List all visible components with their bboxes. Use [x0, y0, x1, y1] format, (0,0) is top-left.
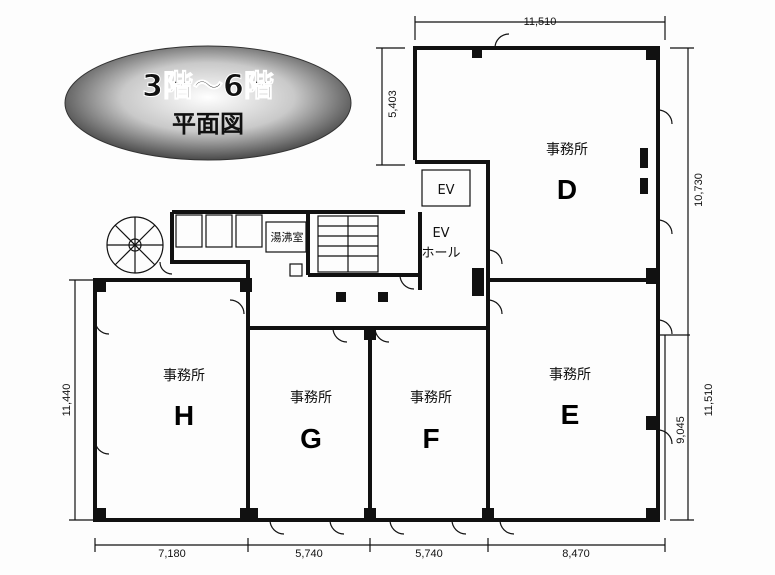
dimension-lines — [69, 16, 694, 552]
office-f-letter: F — [422, 423, 439, 454]
office-e: 事務所 E — [549, 367, 591, 430]
dim-left-lower: 11,440 — [61, 384, 73, 417]
dim-bottom-e: 8,470 — [562, 548, 590, 560]
dim-left-upper: 5,403 — [387, 90, 399, 118]
dim-bottom-h: 7,180 — [158, 548, 186, 560]
office-d: 事務所 D — [546, 142, 588, 205]
dim-right-lower-outer: 11,510 — [703, 384, 715, 417]
ev-label: EV — [437, 183, 454, 198]
pillars — [94, 46, 658, 522]
doors — [94, 33, 673, 535]
office-h-letter: H — [174, 400, 194, 431]
office-d-letter: D — [557, 174, 577, 205]
ev-hall-label-2: ホール — [421, 246, 460, 261]
dim-right-lower-inner: 9,045 — [675, 416, 687, 444]
dim-bottom-f: 5,740 — [415, 548, 443, 560]
office-g-letter: G — [300, 423, 322, 454]
office-f: 事務所 F — [410, 390, 452, 454]
title-badge: 3階〜6階 平面図 — [64, 45, 352, 161]
kitchenette-label: 湯沸室 — [271, 230, 304, 244]
title-line1: 3階〜6階 — [142, 69, 274, 104]
dim-right-upper: 10,730 — [693, 173, 705, 207]
title-line2: 平面図 — [172, 110, 244, 138]
office-d-label: 事務所 — [546, 142, 588, 158]
office-e-label: 事務所 — [549, 367, 591, 383]
office-h-label: 事務所 — [163, 368, 205, 384]
office-e-letter: E — [561, 399, 580, 430]
dim-top: 11,510 — [524, 16, 557, 28]
office-h: 事務所 H — [163, 368, 205, 431]
office-f-label: 事務所 — [410, 390, 452, 406]
office-g-label: 事務所 — [290, 390, 332, 406]
ev-hall-label-1: EV — [432, 226, 449, 241]
office-g: 事務所 G — [290, 390, 332, 454]
dim-bottom-g: 5,740 — [295, 548, 323, 560]
